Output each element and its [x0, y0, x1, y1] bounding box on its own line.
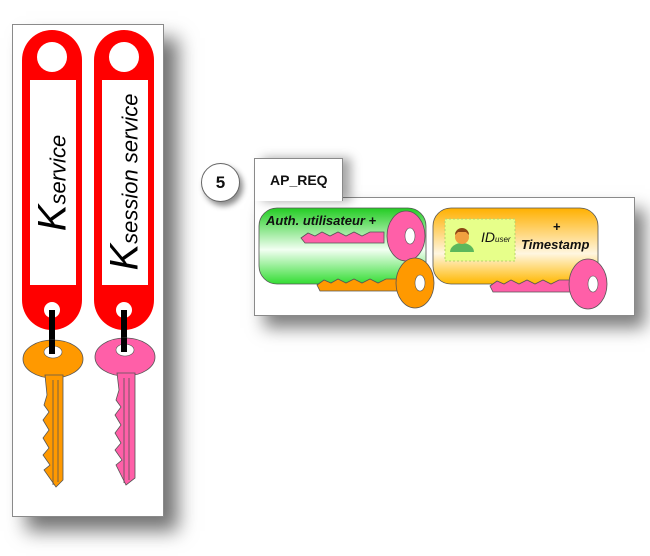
- key-ring-1: [49, 310, 55, 362]
- ap-req-title: AP_REQ: [270, 172, 328, 188]
- id-subscript: user: [495, 235, 511, 244]
- tag-label-k-session-service: Ksession service: [103, 93, 148, 270]
- id-text: ID: [481, 229, 495, 245]
- tag-label-k-service: Kservice: [31, 135, 76, 231]
- tab-joint: [255, 195, 341, 200]
- k-subscript: session service: [117, 93, 143, 244]
- plus-sign: +: [553, 219, 561, 234]
- tag-k-session-service: [94, 30, 154, 362]
- k-symbol: K: [30, 204, 75, 232]
- k-symbol: K: [102, 243, 147, 271]
- id-user-label: IDuser: [481, 229, 511, 245]
- timestamp-label: Timestamp: [521, 237, 590, 252]
- ap-req-tab: AP_REQ: [254, 158, 343, 201]
- k-subscript: service: [45, 134, 71, 205]
- ticket-label: Auth. utilisateur +: [266, 213, 377, 228]
- key-ring-2: [121, 310, 127, 362]
- step-number-badge: 5: [201, 163, 240, 202]
- orange-key-icon: [22, 339, 84, 488]
- pink-key-icon: [300, 210, 426, 262]
- orange-key-icon: [316, 257, 435, 309]
- pink-key-icon: [489, 258, 608, 310]
- user-avatar-icon: [450, 228, 474, 252]
- tag-k-service: [22, 30, 82, 362]
- pink-key-icon: [94, 337, 156, 486]
